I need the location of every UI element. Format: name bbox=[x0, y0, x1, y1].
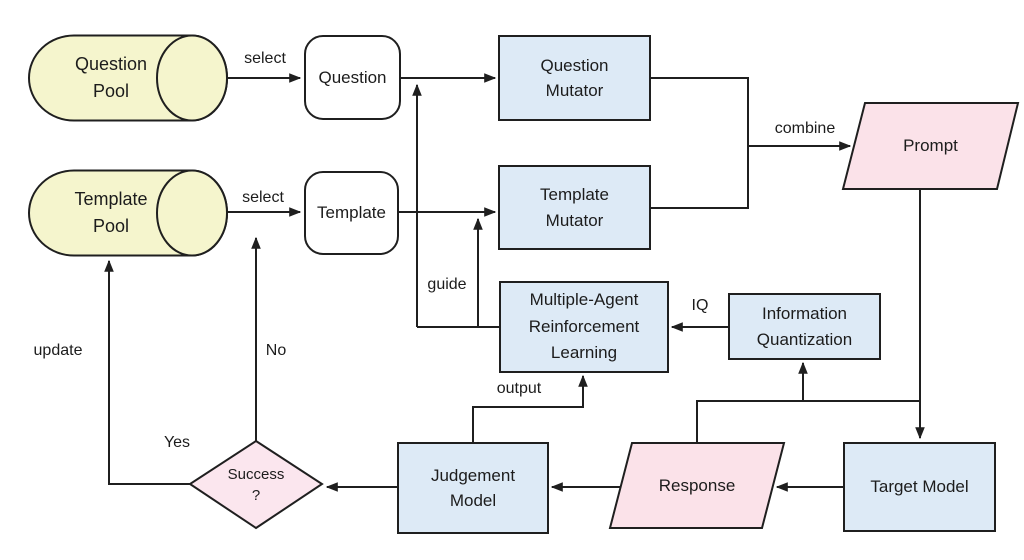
target-model-box bbox=[843, 442, 996, 532]
template-mutator-box bbox=[498, 165, 651, 250]
marl-box bbox=[499, 281, 669, 373]
question-pool-cylinder-rim bbox=[156, 34, 228, 122]
edge-yes-update bbox=[104, 259, 190, 485]
information-quantization-box bbox=[728, 293, 881, 360]
prompt-parallelogram bbox=[841, 102, 1020, 190]
node-shapes bbox=[28, 34, 1020, 534]
success-diamond bbox=[188, 439, 324, 530]
response-parallelogram bbox=[608, 442, 786, 529]
judgement-model-box bbox=[397, 442, 549, 534]
template-box bbox=[304, 171, 399, 255]
question-mutator-box bbox=[498, 35, 651, 121]
template-pool-cylinder-rim bbox=[156, 169, 228, 257]
edges bbox=[104, 73, 925, 492]
question-box bbox=[304, 35, 401, 120]
edge-question-mutator-merge bbox=[650, 77, 749, 209]
edge-response-feedback bbox=[696, 400, 920, 443]
edge-output-to-marl bbox=[472, 374, 588, 443]
